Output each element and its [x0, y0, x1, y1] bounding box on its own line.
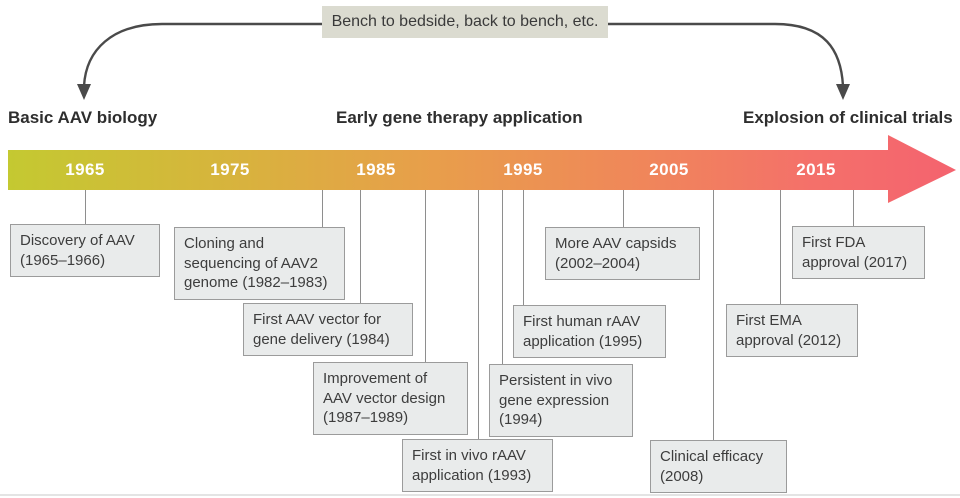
section-header-early-application: Early gene therapy application: [336, 108, 583, 127]
curved-arrow-left: [82, 22, 324, 88]
year-label-2005: 2005: [649, 160, 689, 179]
cycle-banner-label: Bench to bedside, back to bench, etc.: [331, 13, 599, 30]
event-persistent-expression: Persistent in vivo gene expression (1994…: [489, 364, 633, 437]
event-first-in-vivo: First in vivo rAAV application (1993): [402, 439, 553, 492]
section-header-clinical-trials: Explosion of clinical trials: [743, 108, 953, 127]
event-vector-design: Improvement of AAV vector design (1987–1…: [313, 362, 468, 435]
event-ema-approval: First EMA approval (2012): [726, 304, 858, 357]
year-label-1965: 1965: [65, 160, 105, 179]
event-clinical-efficacy: Clinical efficacy (2008): [650, 440, 787, 493]
event-cloning-sequencing: Cloning and sequencing of AAV2 genome (1…: [174, 227, 345, 300]
section-header-basic-biology: Basic AAV biology: [8, 108, 158, 127]
event-first-human: First human rAAV application (1995): [513, 305, 666, 358]
event-more-capsids: More AAV capsids (2002–2004): [545, 227, 700, 280]
cycle-banner: Bench to bedside, back to bench, etc.: [322, 6, 608, 38]
cycle-arrows: [82, 22, 845, 88]
curved-arrow-right: [606, 22, 845, 88]
year-label-2015: 2015: [796, 160, 836, 179]
year-label-1995: 1995: [503, 160, 543, 179]
arrowhead-down-right-icon: [836, 84, 850, 100]
timeline-arrowhead-icon: [888, 135, 956, 203]
bottom-divider: [0, 494, 960, 496]
year-label-1975: 1975: [210, 160, 250, 179]
event-connectors: [85, 190, 854, 440]
timeline-bar: [8, 150, 890, 190]
event-discovery-of-aav: Discovery of AAV (1965–1966): [10, 224, 160, 277]
year-label-1985: 1985: [356, 160, 396, 179]
event-fda-approval: First FDA approval (2017): [792, 226, 925, 279]
arrowhead-down-left-icon: [77, 84, 91, 100]
event-first-aav-vector: First AAV vector for gene delivery (1984…: [243, 303, 413, 356]
